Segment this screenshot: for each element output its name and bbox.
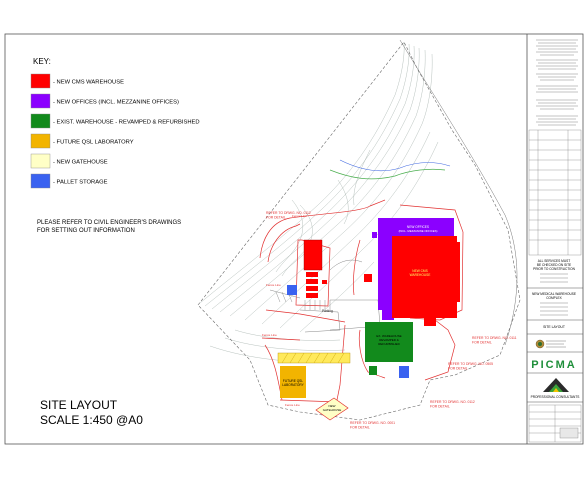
gatehouse-label-2: GATEHOUSE	[323, 408, 342, 412]
key-swatch	[30, 73, 51, 89]
fence-label-3: Fence Line	[262, 333, 277, 337]
internal-roads	[269, 259, 381, 333]
qsl-label-2: LABORATORY	[282, 383, 304, 387]
fence-label-4: Fence Line	[285, 403, 300, 407]
key-legend: KEY: - NEW CMS WAREHOUSE - NEW OFFICES (I…	[30, 57, 200, 189]
key-swatch	[30, 173, 51, 189]
fence-label-2: Fence Line	[266, 283, 281, 287]
site-plan: NEW OFFICES (INCL. MEZZANINE OFFICES) NE…	[197, 39, 521, 430]
reference-callouts: REFER TO DRWG. NO. 0112 FOR DETAIL REFER…	[266, 211, 517, 430]
project-name-1: NEW MEDICAL WAREHOUSE	[532, 292, 576, 296]
pallet-storage	[287, 285, 409, 378]
key-swatch	[30, 153, 51, 169]
ref-0505-2: FOR DETAIL	[448, 367, 468, 371]
key-title: KEY:	[33, 57, 51, 66]
title-block-drawing-name: SITE LAYOUT	[543, 325, 565, 329]
ref-0111-2: FOR DETAIL	[472, 341, 492, 345]
key-swatch	[30, 93, 51, 109]
drawing-scale: SCALE 1:450 @A0	[40, 413, 143, 427]
key-label: - EXIST. WAREHOUSE - REVAMPED & REFURBIS…	[53, 120, 200, 126]
key-swatch	[30, 113, 51, 129]
ref-0111-1: REFER TO DRWG. NO. 0111	[472, 336, 517, 340]
landscape-line-green	[329, 168, 446, 180]
cms-label-2: WAREHOUSE	[410, 273, 431, 277]
future-qsl-laboratory: FUTURE QSL LABORATORY	[280, 366, 306, 398]
existing-warehouse: EX. WAREHOUSE REVAMPED & REFURBISHED	[365, 322, 413, 362]
cms-label-1: NEW CMS	[412, 269, 427, 273]
ref-0112-b-2: FOR DETAIL	[430, 405, 450, 409]
sheet-info-grid	[528, 404, 582, 443]
revision-table	[528, 129, 582, 256]
fence-label-1: Fence Line	[292, 214, 307, 218]
outer-site-line	[399, 39, 518, 346]
qsl-label-1: FUTURE QSL	[283, 379, 303, 383]
services-notice-2: BE CHECKED ON SITE	[537, 263, 571, 267]
civil-note-line-2: FOR SETTING OUT INFORMATION	[37, 228, 135, 234]
coat-of-arms-icon	[535, 339, 566, 349]
services-notice-3: PRIOR TO CONSTRUCTION	[533, 267, 576, 271]
ref-0505-1: REFER TO DRWG. NO. 0505	[448, 362, 493, 366]
project-name-2: COMPLEX	[546, 296, 562, 300]
picma-logo: PICMA	[531, 359, 576, 371]
ref-0112-b-1: REFER TO DRWG. NO. 0112	[430, 400, 475, 404]
parking-stalls	[275, 291, 331, 310]
civil-note-line-1: PLEASE REFER TO CIVIL ENGINEER'S DRAWING…	[37, 220, 181, 226]
contour-lines	[199, 41, 439, 363]
access-strip-hatch	[281, 352, 345, 364]
landscape-line-blue	[339, 159, 451, 172]
offices-label-1: NEW OFFICES	[407, 225, 429, 229]
title-block: ALL SERVICES MUST BE CHECKED ON SITE PRI…	[527, 39, 583, 443]
ref-0112-a-2: FOR DETAIL	[266, 216, 286, 220]
new-cms-warehouse: NEW CMS WAREHOUSE	[392, 236, 460, 318]
consultants-logo-icon	[543, 378, 569, 392]
existing-label-2: REVAMPED &	[379, 338, 398, 342]
key-label: - NEW CMS WAREHOUSE	[53, 80, 124, 86]
parking-label: Parking	[322, 309, 333, 313]
access-strip	[277, 352, 351, 364]
new-gatehouse: NEW GATEHOUSE	[315, 397, 349, 421]
key-label: - PALLET STORAGE	[53, 180, 108, 186]
key-label: - NEW OFFICES (INCL. MEZZANINE OFFICES)	[53, 100, 179, 106]
ref-0112-a-1: REFER TO DRWG. NO. 0112	[266, 211, 311, 215]
gatehouse-label-1: NEW	[329, 404, 336, 408]
existing-label-3: REFURBISHED	[378, 342, 400, 346]
key-label: - FUTURE QSL LABORATORY	[53, 140, 134, 146]
existing-label-1: EX. WAREHOUSE	[376, 334, 401, 338]
offices-label-2: (INCL. MEZZANINE OFFICES)	[399, 229, 438, 233]
key-swatch	[30, 133, 51, 149]
services-notice-1: ALL SERVICES MUST	[538, 259, 570, 263]
ref-0001-1: REFER TO DRWG. NO. 0001	[350, 421, 395, 425]
consultants-name: PROFESSIONAL CONSULTANTS	[531, 395, 580, 399]
key-items: - NEW CMS WAREHOUSE - NEW OFFICES (INCL. …	[30, 73, 200, 189]
ref-0001-2: FOR DETAIL	[350, 426, 370, 430]
title-block-notes	[536, 39, 578, 126]
drawing-title: SITE LAYOUT	[40, 398, 118, 412]
key-label: - NEW GATEHOUSE	[53, 160, 108, 166]
